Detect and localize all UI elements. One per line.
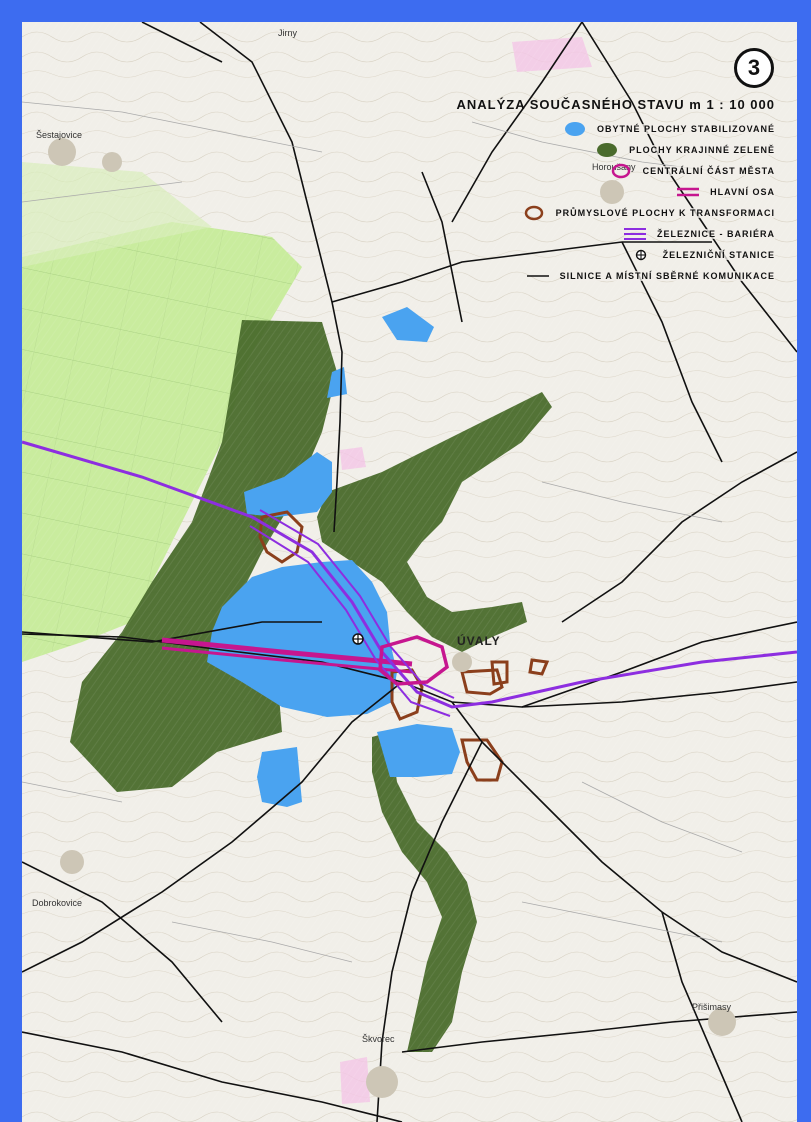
legend-row: SILNICE A MÍSTNÍ SBĚRNÉ KOMUNIKACE — [516, 267, 775, 288]
place-label-uvaly: ÚVALY — [457, 634, 501, 648]
place-label-jirny: Jirny — [278, 28, 298, 38]
brown-ring-icon — [524, 205, 544, 221]
residential-areas — [207, 307, 460, 807]
legend-row: PLOCHY KRAJINNÉ ZELENĚ — [516, 141, 775, 162]
legend-label: OBYTNÉ PLOCHY STABILIZOVANÉ — [596, 124, 775, 134]
legend-label: SILNICE A MÍSTNÍ SBĚRNÉ KOMUNIKACE — [559, 271, 775, 281]
legend-label: PLOCHY KRAJINNÉ ZELENĚ — [629, 145, 775, 155]
map-title: ANALÝZA SOUČASNÉHO STAVU m 1 : 10 000 — [456, 97, 775, 112]
residential-south — [377, 724, 460, 777]
station-crosshair-icon — [635, 249, 647, 261]
map-canvas — [22, 22, 797, 1122]
magenta-double-line-icon — [677, 187, 699, 197]
village-buildings — [48, 138, 736, 1098]
legend-label: ŽELEZNIČNÍ STANICE — [662, 250, 775, 260]
blue-blob-icon — [565, 122, 585, 136]
legend-label: HLAVNÍ OSA — [710, 187, 775, 197]
legend-label: CENTRÁLNÍ ČÁST MĚSTA — [642, 166, 775, 176]
residential-top — [382, 307, 434, 342]
place-label-dobrokovice: Dobrokovice — [32, 898, 83, 908]
railway-station — [352, 633, 364, 645]
legend-row: ŽELEZNIČNÍ STANICE — [516, 246, 775, 267]
legend-row: ŽELEZNICE - BARIÉRA — [516, 225, 775, 246]
green-blob-icon — [597, 143, 617, 157]
legend-row: PRŮMYSLOVÉ PLOCHY K TRANSFORMACI — [516, 204, 775, 225]
black-line-icon — [527, 275, 549, 277]
legend-row: CENTRÁLNÍ ČÁST MĚSTA — [516, 162, 775, 183]
residential-southwest — [257, 747, 302, 807]
main-axis — [161, 637, 413, 674]
residential-north — [244, 452, 332, 517]
purple-triple-line-icon — [624, 228, 646, 240]
place-label-svoranc: Škvorec — [362, 1034, 395, 1044]
place-label-prisimasy: Přišimasy — [692, 1002, 732, 1012]
map-sheet[interactable]: Šestajovice Jirny Horoušany ÚVALY Škvore… — [22, 22, 797, 1122]
local-paths — [22, 101, 743, 963]
legend-label: PRŮMYSLOVÉ PLOCHY K TRANSFORMACI — [555, 208, 775, 218]
place-label-sestajovice: Šestajovice — [36, 130, 83, 140]
map-legend: OBYTNÉ PLOCHY STABILIZOVANÉ PLOCHY KRAJIN… — [516, 120, 775, 288]
legend-row: HLAVNÍ OSA — [516, 183, 775, 204]
magenta-ring-icon — [611, 163, 631, 179]
legend-label: ŽELEZNICE - BARIÉRA — [657, 229, 775, 239]
sheet-number-badge: 3 — [734, 48, 774, 88]
legend-row: OBYTNÉ PLOCHY STABILIZOVANÉ — [516, 120, 775, 141]
city-center-outline — [378, 635, 449, 686]
